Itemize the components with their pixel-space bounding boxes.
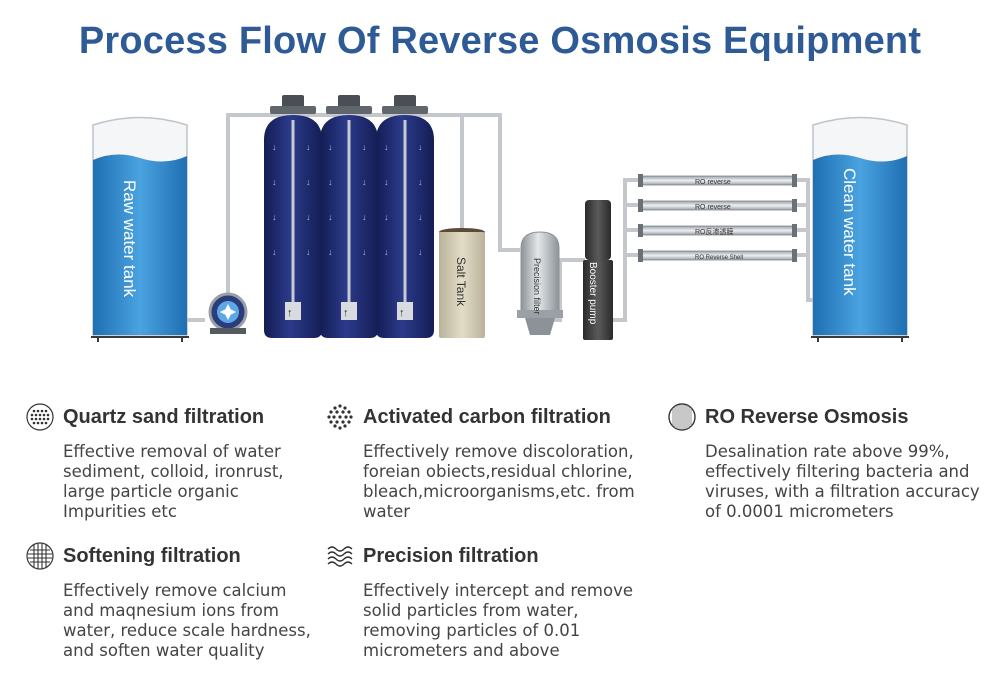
svg-text:↓: ↓ (272, 177, 277, 187)
svg-text:↓: ↓ (272, 247, 277, 257)
booster-pump-label: Booster pump (587, 262, 598, 325)
membrane-label-1: RO reverse (695, 179, 731, 186)
svg-text:↑: ↑ (287, 307, 293, 319)
raw-tank-label: Raw water tank (120, 180, 139, 298)
svg-text:↓: ↓ (362, 142, 367, 152)
svg-text:↓: ↓ (306, 247, 311, 257)
svg-text:↓: ↓ (272, 142, 277, 152)
precision-filter-label: Precision filter (532, 258, 542, 315)
svg-text:↓: ↓ (418, 212, 423, 222)
softening-icon (26, 542, 54, 570)
raw-water-tank: Raw water tank (91, 116, 189, 342)
ro-membrane: RO Reverse Shell (638, 249, 797, 262)
pressure-vessels: ↑ ↑ ↑ ↓ ↓ ↓ ↓ ↓ ↓ ↓ ↓ ↓ ↓ ↓ ↓ ↓ ↓ ↓ ↓ ↓ ↓ (264, 95, 434, 338)
svg-text:↓: ↓ (328, 212, 333, 222)
item-ro-reverse-osmosis: RO Reverse Osmosis Desalination rate abo… (667, 402, 997, 522)
svg-text:↓: ↓ (384, 177, 389, 187)
feed-pump-icon (208, 292, 248, 334)
svg-text:↓: ↓ (384, 142, 389, 152)
membrane-label-4: RO Reverse Shell (695, 255, 743, 261)
clean-tank-label: Clean water tank (840, 168, 859, 296)
item-activated-carbon: Activated carbon filtration Effectively … (325, 402, 665, 522)
svg-text:↓: ↓ (362, 177, 367, 187)
item-precision: Precision filtration Effectively interce… (325, 541, 665, 661)
vessel-softening: ↑ (376, 95, 434, 338)
item-title: Softening filtration (63, 544, 241, 567)
item-title: RO Reverse Osmosis (705, 405, 909, 428)
salt-tank: Salt Tank (439, 228, 485, 338)
membrane-label-2: RO reverse (695, 204, 731, 211)
item-title: Activated carbon filtration (363, 405, 611, 428)
item-title: Precision filtration (363, 544, 539, 567)
svg-text:↓: ↓ (418, 177, 423, 187)
svg-text:↓: ↓ (384, 247, 389, 257)
svg-text:↓: ↓ (362, 247, 367, 257)
item-quartz-sand: Quartz sand filtration Effective removal… (25, 402, 325, 522)
svg-text:↑: ↑ (343, 307, 349, 319)
ro-membrane: RO reverse (638, 199, 797, 212)
ro-membrane: RO reverse (638, 174, 797, 187)
svg-text:↓: ↓ (306, 177, 311, 187)
item-description: Effectively remove discoloration,foreian… (363, 442, 635, 521)
vessel-activated-carbon: ↑ (320, 95, 378, 338)
vessel-quartz-sand: ↑ (264, 95, 322, 338)
ro-membranes: RO reverse RO reverse RO反渗透膜 RO Reverse … (638, 174, 797, 262)
ro-membrane-icon (668, 403, 696, 431)
quartz-sand-icon (26, 403, 54, 431)
svg-text:↓: ↓ (328, 142, 333, 152)
svg-text:↓: ↓ (306, 142, 311, 152)
item-title: Quartz sand filtration (63, 405, 265, 428)
salt-tank-label: Salt Tank (454, 257, 468, 307)
item-softening: Softening filtration Effectively remove … (25, 541, 325, 661)
precision-waves-icon (327, 546, 353, 567)
svg-text:↓: ↓ (306, 212, 311, 222)
ro-membrane: RO反渗透膜 (638, 224, 797, 237)
svg-text:↓: ↓ (328, 247, 333, 257)
svg-text:↑: ↑ (399, 307, 405, 319)
clean-water-tank: Clean water tank (811, 116, 909, 342)
activated-carbon-icon (327, 404, 353, 430)
page-title: Process Flow Of Reverse Osmosis Equipmen… (78, 20, 922, 62)
svg-text:↓: ↓ (418, 142, 423, 152)
svg-text:↓: ↓ (384, 212, 389, 222)
svg-text:↓: ↓ (272, 212, 277, 222)
svg-text:↓: ↓ (328, 177, 333, 187)
svg-text:↓: ↓ (418, 247, 423, 257)
precision-filter: Precision filter (517, 231, 563, 335)
svg-text:↓: ↓ (362, 212, 367, 222)
membrane-label-3: RO反渗透膜 (695, 227, 734, 236)
process-diagram: Raw water tank ↑ ↑ (91, 95, 909, 342)
item-description: Desalination rate above 99%,effectively … (705, 442, 980, 521)
booster-pump: Booster pump (583, 200, 613, 340)
